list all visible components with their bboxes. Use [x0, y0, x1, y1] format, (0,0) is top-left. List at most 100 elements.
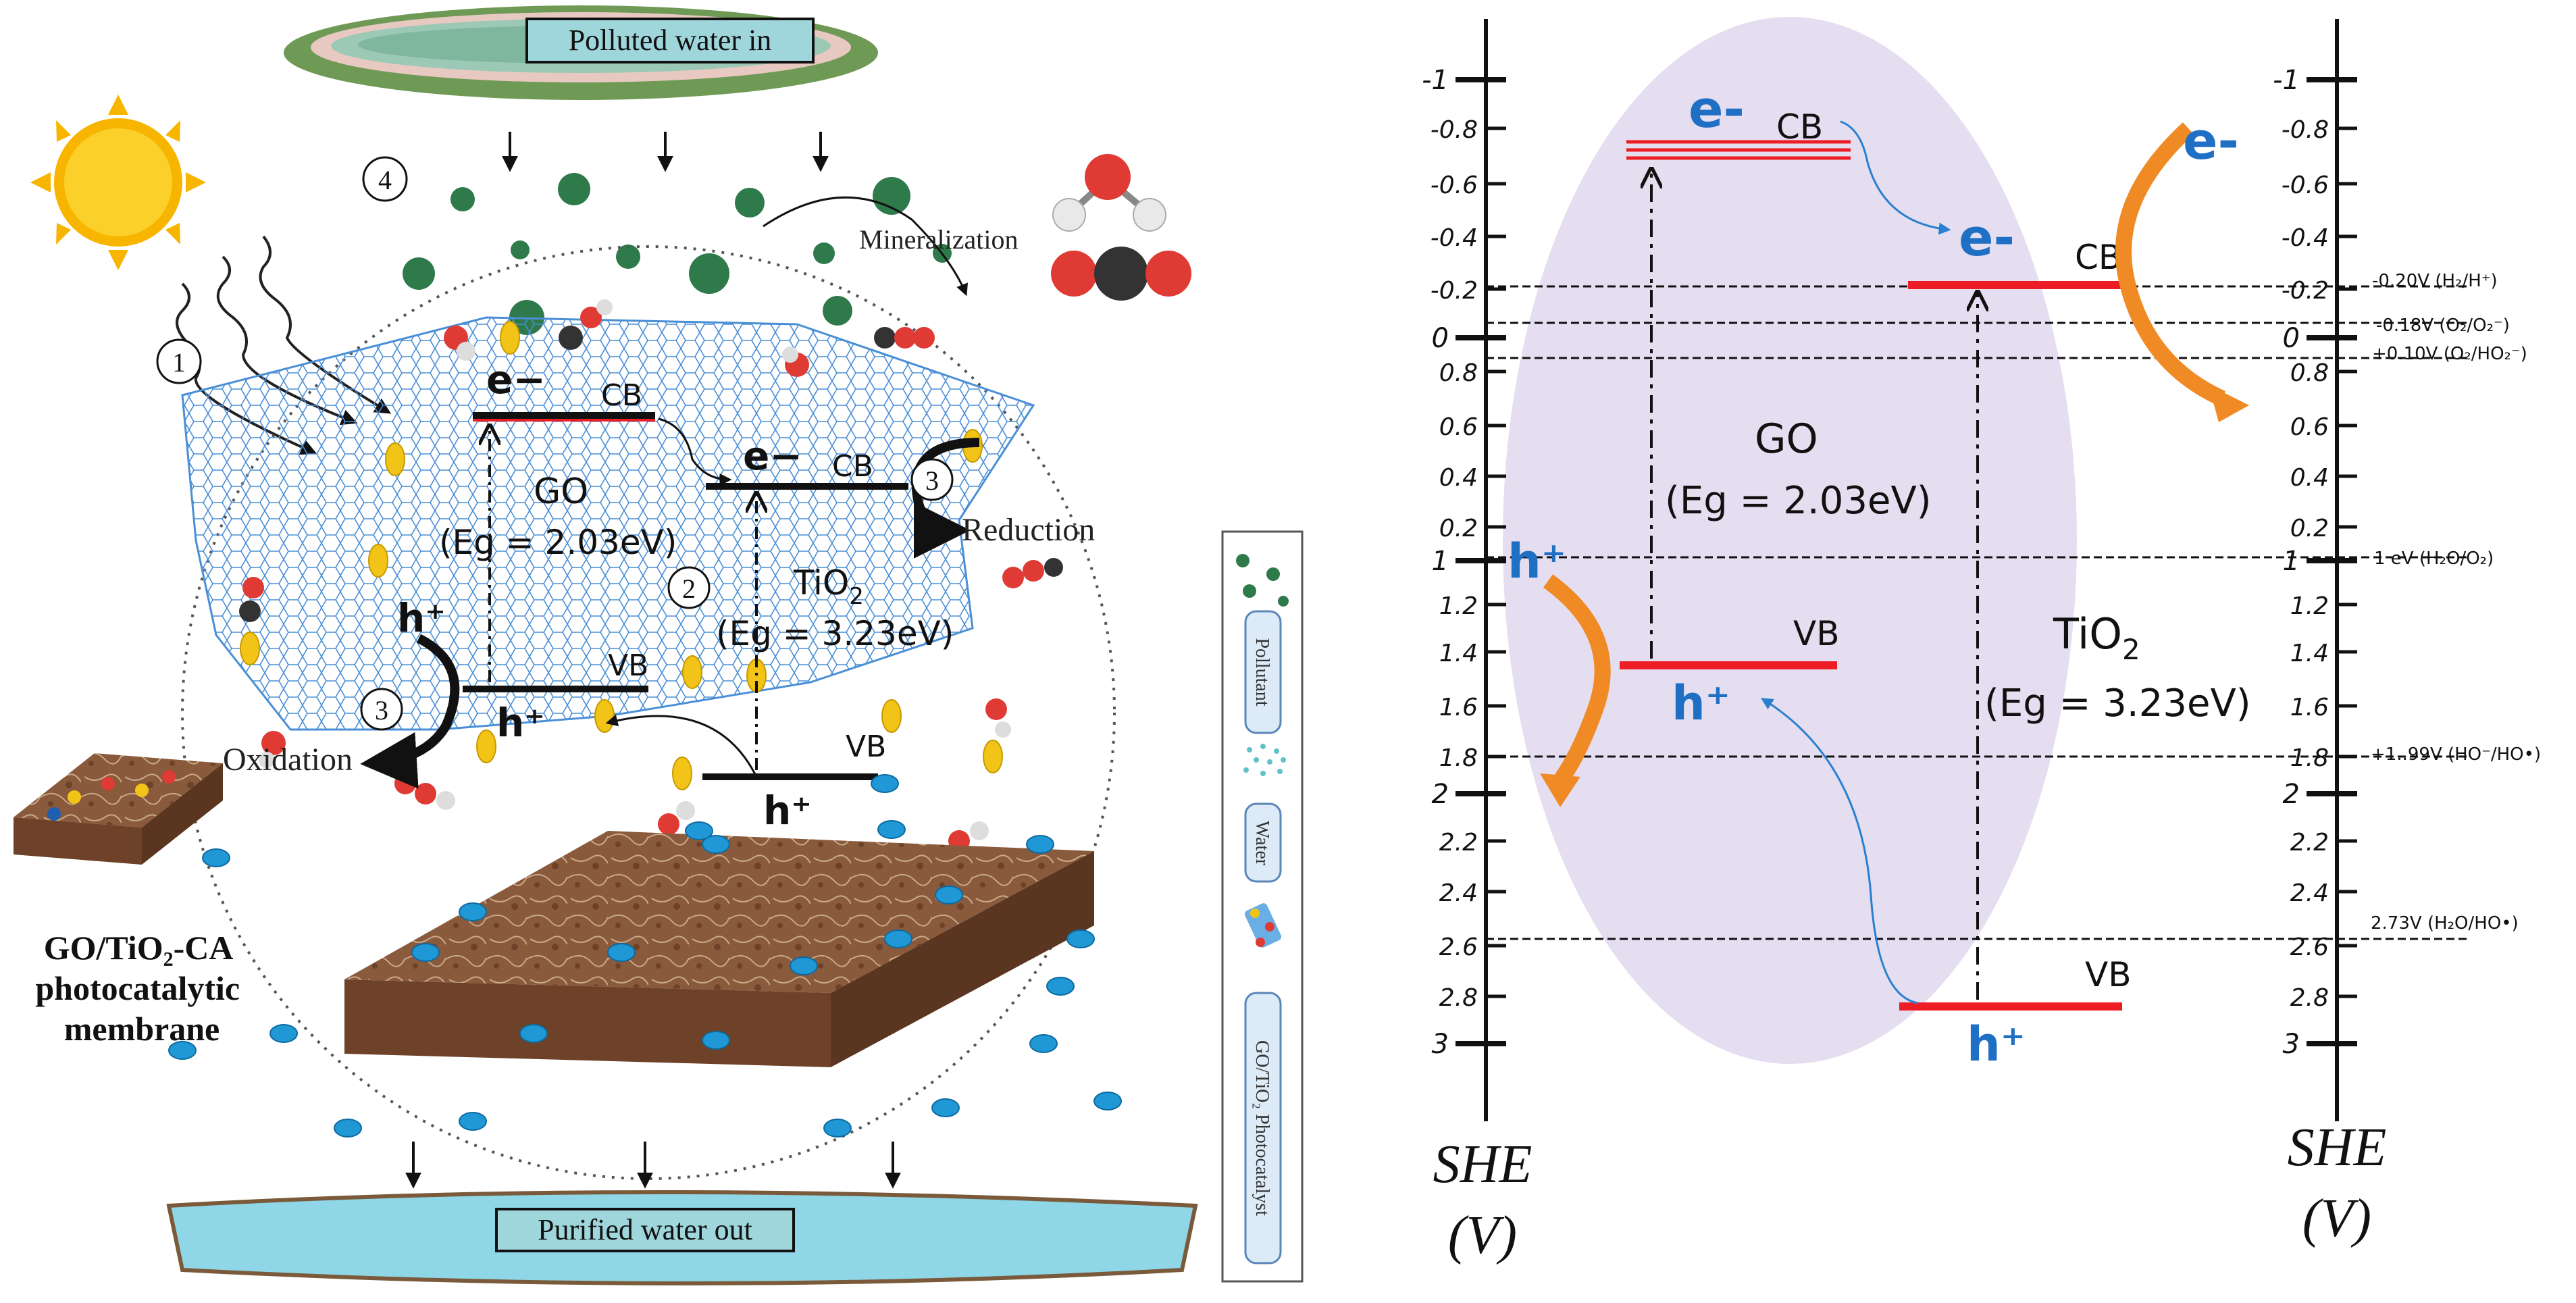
tio2-nanoparticles — [240, 321, 1003, 790]
sheet-tio2-electron: e− — [743, 433, 802, 479]
sheet-go-label: GO — [534, 471, 588, 512]
right-axis-tick-label: 2.8 — [2290, 984, 2329, 1012]
go-vb-label: VB — [1793, 614, 1840, 653]
sheet-band-diagram: e− CB e− CB VB h⁺ VB h⁺ GO (Eg = 2.03eV)… — [439, 357, 954, 834]
right-axis-tick-label: 1.6 — [2290, 694, 2329, 721]
ref-label-h2: -0.20V (H₂/H⁺) — [2372, 271, 2498, 291]
tio2-gap-label: (Eg = 3.23eV) — [1984, 682, 2251, 725]
sheet-tio2-cb-label: CB — [832, 449, 873, 484]
right-axis-label-line2: (V) — [2302, 1189, 2371, 1248]
legend-pollutant-label: Pollutant — [1252, 638, 1272, 706]
go-outer-hole-label: h⁺ — [1508, 534, 1566, 589]
sheet-electron-transfer-arrow — [658, 417, 732, 486]
legend-pollutant-icon — [1236, 554, 1289, 607]
right-axis-tick-label: 0.6 — [2290, 413, 2329, 441]
right-axis-tick-label: 1.8 — [2290, 744, 2329, 772]
right-axis-tick-label: -1 — [2273, 65, 2300, 96]
sheet-hole-transfer-arrow — [605, 714, 758, 777]
water-droplets — [168, 774, 1122, 1138]
legend-panel: Pollutant Water GO/TiO₂ Photocatalyst — [1221, 530, 1304, 1283]
step-marker-3-reduction-number: 3 — [925, 465, 939, 496]
right-axis-tick-label: 0.8 — [2290, 359, 2329, 387]
left-axis-tick-label: -0.8 — [1431, 116, 1478, 144]
right-axis-tick-label: -0.2 — [2282, 277, 2329, 305]
reduction-label: Reduction — [962, 512, 1095, 548]
left-axis-tick-label: 0 — [1432, 323, 1449, 354]
tio2-cb-label: CB — [2075, 238, 2121, 277]
go-cb-band — [1626, 140, 1851, 160]
left-axis-tick-label: 2.6 — [1439, 934, 1478, 961]
right-axis-tick-label: -0.4 — [2282, 224, 2329, 252]
go-gap-label: (Eg = 2.03eV) — [1665, 479, 1932, 523]
left-axis-tick-label: 1.2 — [1439, 592, 1478, 620]
right-axis-tick-label: 1.2 — [2290, 592, 2329, 620]
ref-label-o2-ho2: +0.10V (O₂/HO₂⁻) — [2372, 344, 2527, 364]
right-axis-tick-label: 2.6 — [2290, 934, 2329, 961]
legend-photocatalyst-label: GO/TiO₂ Photocatalyst — [1252, 1040, 1272, 1216]
right-axis-tick-label: 2.2 — [2290, 829, 2329, 857]
sheet-go-hole: h⁺ — [496, 700, 545, 746]
inlet-label: Polluted water in — [569, 24, 772, 57]
left-axis-tick-label: 1 — [1432, 546, 1449, 577]
membrane-thumbnail — [14, 753, 223, 865]
inlet-label-box — [525, 18, 815, 63]
tio2-vb-label: VB — [2085, 955, 2132, 994]
sheet-go-vb-label: VB — [608, 648, 648, 683]
right-axis-tick-label: 0.2 — [2290, 515, 2329, 542]
tio2-outer-electron-label: e- — [2183, 111, 2239, 171]
sheet-go-gap: (Eg = 2.03eV) — [439, 523, 677, 562]
go-electron-label: e- — [1689, 79, 1745, 139]
left-axis-tick-label: 1.6 — [1439, 694, 1478, 721]
step-marker-1: 1 — [156, 338, 202, 384]
sheet-tio2-vb-label: VB — [846, 730, 886, 764]
mineralization-label: Mineralization — [859, 224, 1018, 255]
step-marker-2 — [667, 566, 711, 609]
sheet-tio2-gap: (Eg = 3.23eV) — [716, 614, 954, 653]
oxidation-orange-arrow — [1543, 574, 1611, 789]
legend-water-icon — [1243, 744, 1286, 776]
left-axis-tick-label: 3 — [1432, 1029, 1449, 1060]
left-axis-tick-label: 2.2 — [1439, 829, 1478, 857]
sheet-go-electron: e− — [486, 357, 546, 403]
legend-water-label: Water — [1252, 821, 1272, 866]
mineralization-arrow — [763, 196, 969, 297]
outlet-label-box — [495, 1208, 795, 1252]
left-axis-tick-label: -0.2 — [1431, 277, 1478, 305]
oxidation-hole: h⁺ — [397, 595, 446, 641]
left-axis-tick-label: 0.6 — [1439, 413, 1478, 441]
oxidation-orange-arrowhead — [1540, 773, 1580, 807]
go-cb-label: CB — [1776, 107, 1823, 147]
right-axis-tick-label: -0.8 — [2282, 116, 2329, 144]
oxidation-label: Oxidation — [223, 742, 353, 777]
left-axis-label-line2: (V) — [1448, 1206, 1517, 1265]
left-axis-tick-label: -0.6 — [1431, 172, 1478, 199]
go-label: GO — [1755, 415, 1818, 463]
co2-molecule-icon — [1051, 247, 1191, 301]
water-molecule-icon — [1052, 154, 1166, 232]
left-axis-tick-label: 2 — [1432, 779, 1449, 810]
svg-text:2: 2 — [682, 573, 696, 604]
reduction-arrow — [911, 438, 980, 559]
sun-icon — [30, 95, 206, 270]
left-axis-tick-label: 2.4 — [1439, 879, 1478, 907]
ref-label-ho-radical: +1..99V (HO⁻/HO•) — [2371, 744, 2541, 765]
reduction-orange-arrow — [2115, 122, 2226, 406]
reference-labels: -0.20V (H₂/H⁺) -0.18V (O₂/O₂⁻) +0.10V (O… — [2371, 271, 2541, 934]
svg-text:1: 1 — [172, 347, 186, 378]
energy-diagram: -1 -0.8 -0.6 -0.4 -0.2 0 0.8 0.6 0.4 0.2 1 1.2 1.4 1.… — [1422, 17, 2541, 1265]
svg-text:4: 4 — [378, 165, 392, 195]
right-axis-tick-label: 2 — [2283, 779, 2300, 810]
tio2-label: TiO2 — [2053, 609, 2140, 666]
left-axis-label-line1: SHE — [1433, 1135, 1532, 1194]
step-marker-4: 4 — [362, 156, 408, 202]
hole-transfer-arrow — [1760, 698, 1919, 1004]
reduction-orange-arrowhead — [2209, 385, 2249, 422]
ref-label-h2o-o2: 1 eV (H₂O/O₂) — [2374, 548, 2494, 569]
left-axis-tick-label: 0.4 — [1439, 464, 1478, 492]
left-axis-tick-label: 1.8 — [1439, 744, 1478, 772]
left-axis-tick-label: 2.8 — [1439, 984, 1478, 1012]
sheet-tio2-hole: h⁺ — [763, 788, 812, 834]
right-axis-label-line1: SHE — [2288, 1118, 2387, 1177]
left-axis-tick-label: 1.4 — [1439, 640, 1478, 667]
